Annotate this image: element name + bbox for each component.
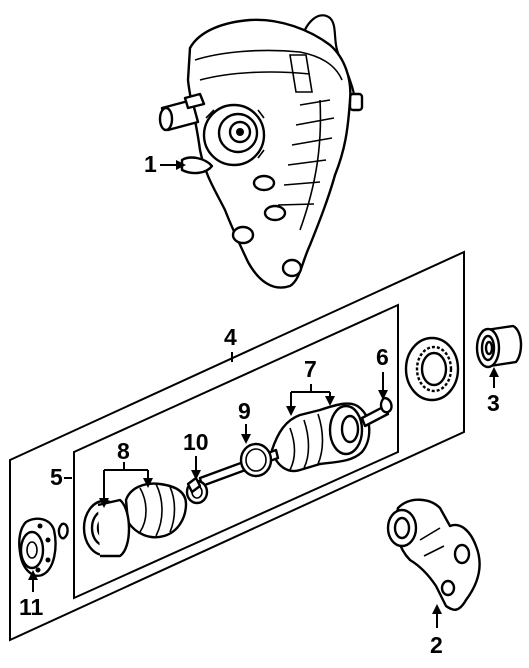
bearing-drawing — [475, 324, 523, 369]
callout-7: 7 — [304, 356, 317, 382]
boot-clamp-drawing — [185, 476, 209, 505]
callout-8: 8 — [117, 438, 130, 464]
callout-6: 6 — [376, 344, 389, 370]
tone-ring-drawing — [404, 336, 460, 402]
outer-boot-drawing — [270, 402, 390, 473]
callout-4: 4 — [224, 324, 237, 350]
support-bracket-drawing — [386, 498, 481, 611]
callout-2: 2 — [430, 632, 443, 658]
callout-11: 11 — [19, 594, 44, 620]
callout-5: 5 — [50, 464, 63, 490]
callout-9: 9 — [238, 398, 251, 424]
leader-lines — [28, 160, 499, 628]
snap-ring-drawing — [379, 396, 393, 414]
cv-joint-outline — [73, 303, 399, 600]
flange-drawing — [18, 517, 57, 577]
flange-snap-ring-drawing — [57, 522, 69, 540]
callout-3: 3 — [487, 390, 500, 416]
axle-assembly-outline — [9, 250, 465, 642]
differential-housing-drawing — [158, 14, 364, 289]
callout-10: 10 — [183, 429, 209, 455]
callout-1: 1 — [144, 151, 157, 177]
inner-boot-drawing — [82, 482, 188, 558]
